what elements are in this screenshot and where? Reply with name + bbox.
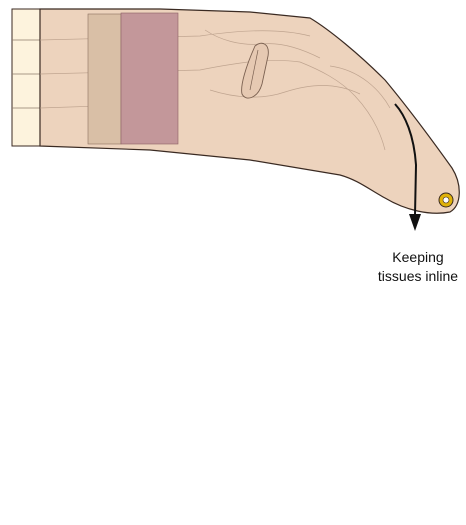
annotation-line-2: tissues inline xyxy=(372,267,464,286)
annotation-label: Keeping tissues inline xyxy=(372,248,464,286)
band-mauve xyxy=(121,13,178,144)
top-sleeve xyxy=(12,9,40,146)
annotation-line-1: Keeping xyxy=(372,248,464,267)
top-limb xyxy=(12,9,459,213)
band-tan xyxy=(88,14,121,144)
